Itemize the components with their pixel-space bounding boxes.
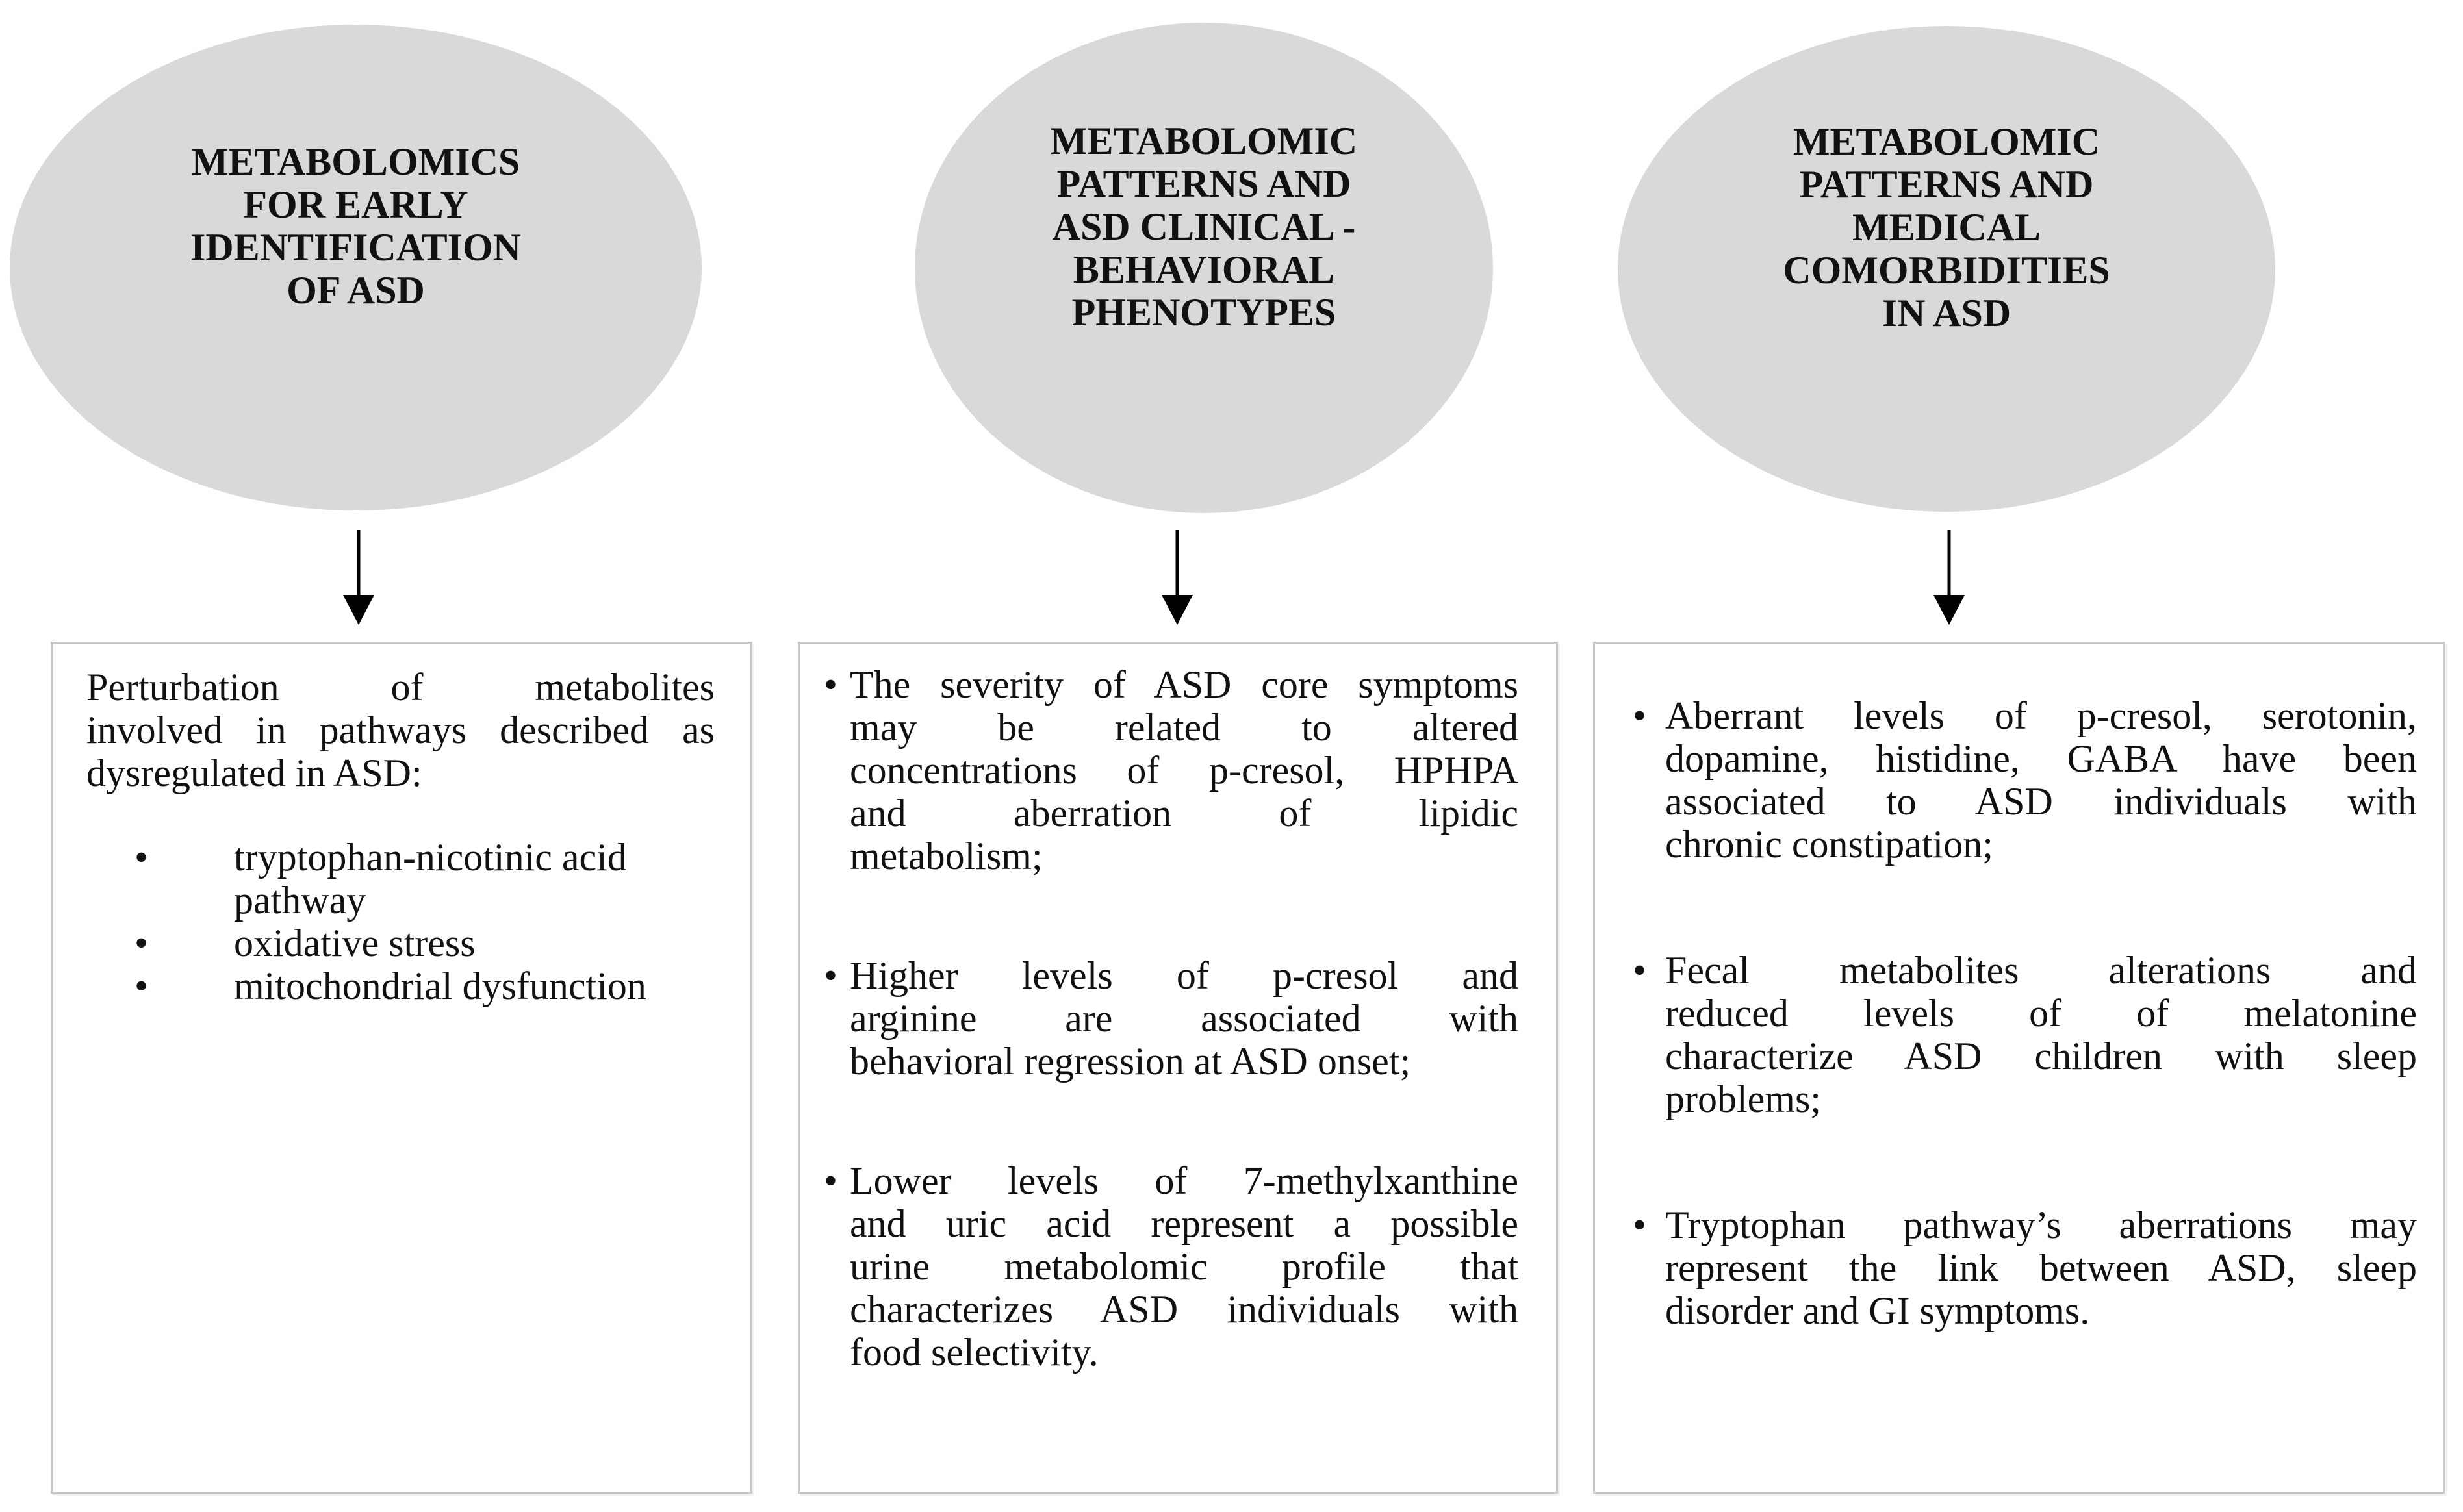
text-line: urine metabolomic profile that (850, 1245, 1518, 1288)
list-item: • oxidative stress (134, 922, 715, 964)
text-line: The severity of ASD core symptoms (850, 663, 1518, 706)
bullet-item: • Higher levels of p-cresol and arginine… (824, 954, 1518, 1083)
text-line: and aberration of lipidic (850, 792, 1518, 835)
text-line: characterize ASD children with sleep (1665, 1035, 2417, 1077)
arrow-head (343, 595, 374, 625)
box-clinical-behavioral-phenotypes: • The severity of ASD core symptoms may … (798, 642, 1558, 1494)
arrow-down-icon (1933, 530, 1965, 627)
text-line: disorder and GI symptoms. (1665, 1289, 2090, 1332)
bullet-icon: • (1633, 694, 1647, 737)
arrow-shaft (1175, 530, 1179, 598)
text-line: dopamine, histidine, GABA have been (1665, 737, 2417, 780)
pathway-list: • tryptophan-nicotinic acid pathway • ox… (86, 836, 715, 1007)
bullet-icon: • (824, 954, 838, 997)
text-line: associated to ASD individuals with (1665, 780, 2417, 823)
ellipse-title-early-identification: METABOLOMICS FOR EARLY IDENTIFICATION OF… (190, 140, 521, 312)
text-line: Higher levels of p-cresol and (850, 954, 1518, 997)
text-line: behavioral regression at ASD onset; (850, 1040, 1411, 1083)
arrow-head (1933, 595, 1965, 625)
ellipse-clinical-behavioral-phenotypes: METABOLOMIC PATTERNS AND ASD CLINICAL - … (915, 23, 1493, 513)
bullet-item: • The severity of ASD core symptoms may … (824, 663, 1518, 877)
text-line: may be related to altered (850, 706, 1518, 749)
ellipse-title-medical-comorbidities: METABOLOMIC PATTERNS AND MEDICAL COMORBI… (1783, 120, 2110, 334)
box-medical-comorbidities: • Aberrant levels of p-cresol, serotonin… (1593, 642, 2445, 1494)
list-item-text: mitochondrial dysfunction (234, 964, 646, 1007)
ellipse-early-identification: METABOLOMICS FOR EARLY IDENTIFICATION OF… (10, 25, 702, 510)
bullet-icon: • (1633, 1203, 1647, 1246)
text-line: arginine are associated with (850, 997, 1518, 1040)
ellipse-title-clinical-behavioral-phenotypes: METABOLOMIC PATTERNS AND ASD CLINICAL - … (1050, 119, 1358, 334)
arrow-shaft (1947, 530, 1951, 598)
bullet-icon: • (134, 964, 149, 1007)
bullet-icon: • (824, 1159, 838, 1202)
arrow-down-icon (1162, 530, 1193, 627)
list-item: • tryptophan-nicotinic acid pathway (134, 836, 715, 922)
text-line: characterizes ASD individuals with (850, 1288, 1518, 1331)
bullet-icon: • (824, 663, 838, 706)
text-line: Aberrant levels of p-cresol, serotonin, (1665, 694, 2417, 737)
text-line: dysregulated in ASD: (86, 751, 422, 794)
ellipse-medical-comorbidities: METABOLOMIC PATTERNS AND MEDICAL COMORBI… (1618, 26, 2275, 512)
text-line: Tryptophan pathway’s aberrations may (1665, 1203, 2417, 1246)
arrow-down-icon (343, 530, 374, 627)
list-item-text: oxidative stress (234, 922, 476, 964)
text-line: chronic constipation; (1665, 823, 1993, 866)
bullet-item: • Fecal metabolites alterations and redu… (1633, 949, 2417, 1120)
list-item: • mitochondrial dysfunction (134, 964, 715, 1007)
text-line: concentrations of p-cresol, HPHPA (850, 749, 1518, 792)
text-line: problems; (1665, 1077, 1821, 1120)
bullet-item: • Aberrant levels of p-cresol, serotonin… (1633, 694, 2417, 866)
text-line: Fecal metabolites alterations and (1665, 949, 2417, 992)
bullet-item: • Lower levels of 7-methylxanthine and u… (824, 1159, 1518, 1374)
list-item-text: tryptophan-nicotinic acid pathway (234, 836, 627, 922)
bullet-item: • Tryptophan pathway’s aberrations may r… (1633, 1203, 2417, 1332)
text-line: Lower levels of 7-methylxanthine (850, 1159, 1518, 1202)
text-line: and uric acid represent a possible (850, 1202, 1518, 1245)
text-line: involved in pathways described as (86, 709, 715, 751)
text-line: Perturbation of metabolites (86, 666, 715, 709)
text-line: food selectivity. (850, 1331, 1099, 1374)
box-early-identification: Perturbation of metabolites involved in … (51, 642, 752, 1494)
arrow-head (1162, 595, 1193, 625)
text-line: metabolism; (850, 835, 1043, 877)
text-line: reduced levels of of melatonine (1665, 992, 2417, 1035)
arrow-shaft (357, 530, 361, 598)
text-line: represent the link between ASD, sleep (1665, 1246, 2417, 1289)
bullet-icon: • (134, 922, 149, 964)
bullet-icon: • (134, 836, 149, 879)
bullet-icon: • (1633, 949, 1647, 992)
